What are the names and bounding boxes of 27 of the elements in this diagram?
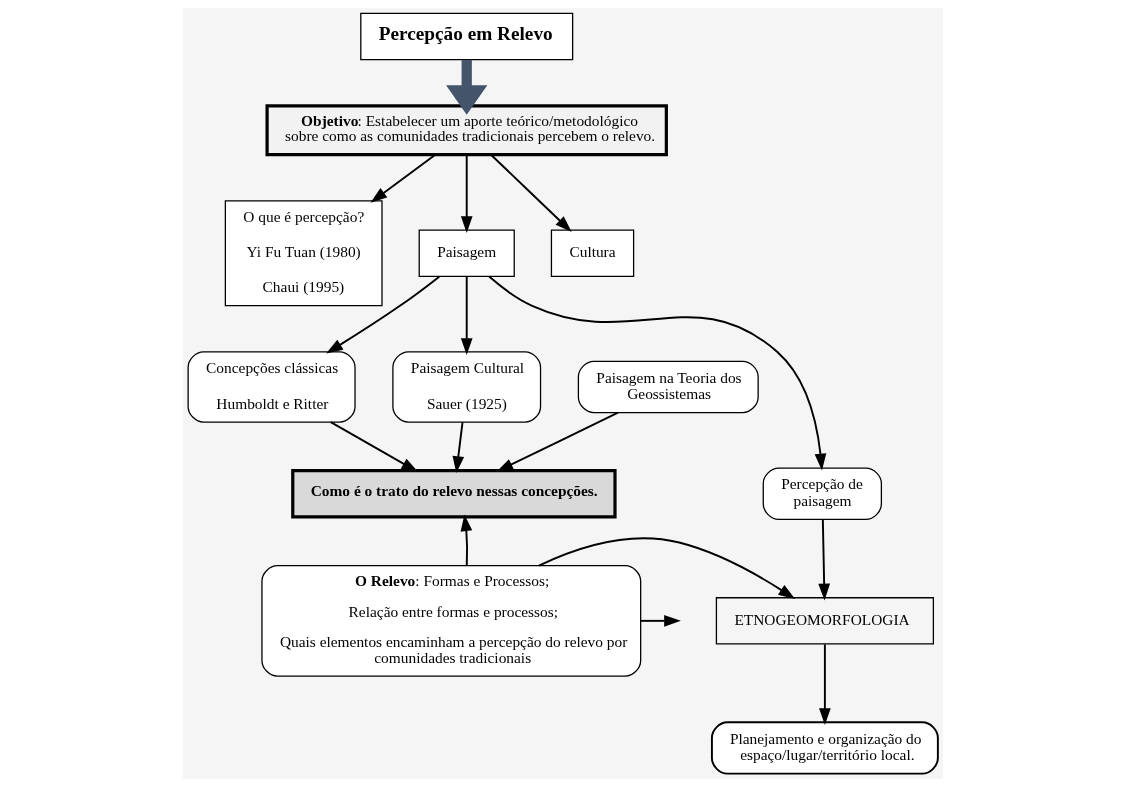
arrow <box>326 275 441 354</box>
node-box: Paisagem Cultural Sauer (1925) <box>392 351 542 423</box>
node-box: O Relevo: Formas e Processos; Relação entre formas e processos; Quais elementos encaminham a percepção do relevo por comunidades tradicionais <box>261 565 642 677</box>
node-box: Paisagem <box>418 229 515 278</box>
node-box: Concepções clássicas Humboldt e Ritter <box>187 351 356 423</box>
arrow <box>460 153 473 233</box>
node-box: Como é o trato do relevo nessas concepções. <box>291 469 617 519</box>
arrow <box>818 518 830 601</box>
arrow <box>370 153 437 203</box>
node-box: ETNOGEOMORFOLOGIA <box>715 597 934 645</box>
arrow <box>460 514 473 567</box>
node-box: Planejamento e organização do espaço/lugar/território local. <box>710 721 939 775</box>
arrow <box>819 643 831 725</box>
node-box: Percepção em Relevo <box>360 12 574 61</box>
node-box: O que é percepção? Yi Fu Tuan (1980) Chaui (1995) <box>224 200 383 307</box>
arrow <box>490 153 572 233</box>
node-box: Paisagem na Teoria dos Geossistemas <box>577 360 759 414</box>
node-box: Objetivo: Estabelecer um aporte teórico/metodológico sobre como as comunidades tradicionais percebem o relevo. <box>265 104 668 157</box>
node-box: Cultura <box>550 229 635 278</box>
node-box: Percepção de paisagem <box>762 467 882 521</box>
arrow <box>446 59 488 115</box>
arrow <box>452 421 465 473</box>
arrow <box>488 275 827 471</box>
arrow <box>460 275 473 355</box>
arrow <box>538 537 796 600</box>
arrow <box>639 615 681 627</box>
arrow <box>496 411 619 472</box>
